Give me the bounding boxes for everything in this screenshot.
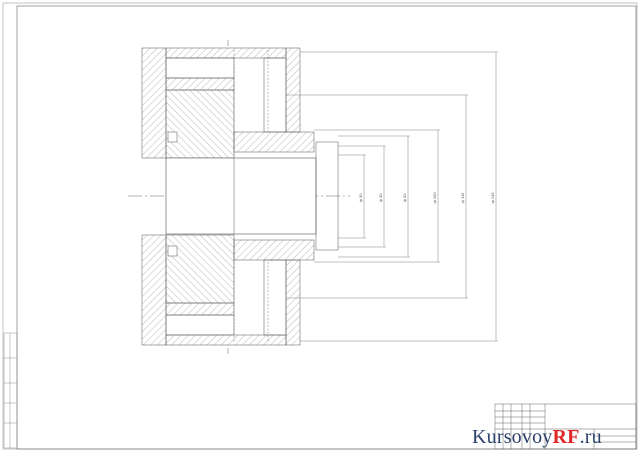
upper-hub xyxy=(165,89,235,159)
watermark-highlight: RF xyxy=(552,426,580,448)
title-block xyxy=(494,403,637,450)
upper-sleeve-inner xyxy=(263,57,287,133)
dim-label-1: ф 30 xyxy=(358,193,363,203)
dim-label-3: ф 50 xyxy=(402,193,407,203)
upper-plate xyxy=(165,47,287,59)
dimension-lines xyxy=(286,51,498,342)
upper-hub-hole xyxy=(167,131,178,143)
watermark-suffix: .ru xyxy=(579,426,602,448)
lower-body xyxy=(165,314,235,336)
shaft-end xyxy=(315,141,339,251)
upper-body xyxy=(165,57,235,79)
lower-bore xyxy=(233,239,315,261)
dim-label-2: ф 40 xyxy=(378,193,383,203)
side-stamp xyxy=(3,332,18,449)
housing-left-lower xyxy=(141,234,167,346)
sheet-inner-frame xyxy=(16,5,637,450)
lower-hub xyxy=(165,234,235,304)
upper-sleeve-outer xyxy=(285,47,301,133)
watermark-prefix: Kursovoy xyxy=(472,426,553,448)
dim-label-4: ф 100 xyxy=(432,192,437,204)
dim-label-5: ф 115 xyxy=(460,192,465,204)
housing-left-upper xyxy=(141,47,167,159)
watermark-logo: KursovoyRF.ru xyxy=(472,424,640,450)
lower-sleeve-inner xyxy=(263,259,287,336)
lower-fastener-row xyxy=(233,238,269,343)
lower-hub-hole xyxy=(167,245,178,257)
dim-label-6: ф 145 xyxy=(490,192,495,204)
upper-fastener-row xyxy=(233,50,269,156)
upper-bore xyxy=(233,131,315,153)
lower-rib xyxy=(165,302,235,316)
shaft xyxy=(165,157,317,235)
upper-rib xyxy=(165,77,235,91)
lower-sleeve-outer xyxy=(285,259,301,346)
